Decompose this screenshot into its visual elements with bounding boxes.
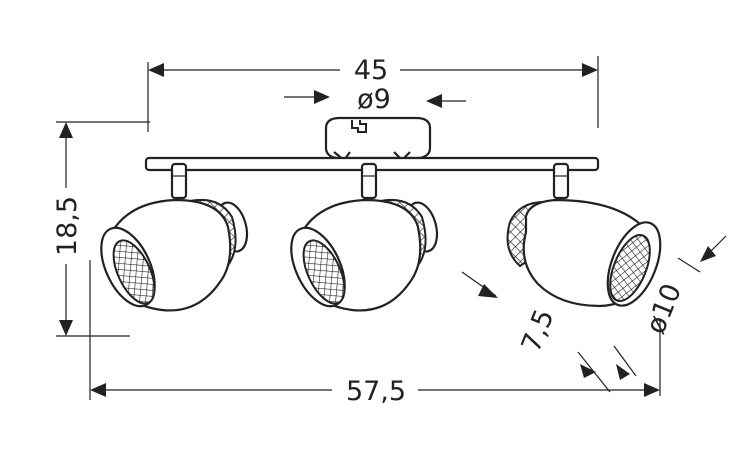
dimension-length: 57,5 xyxy=(89,260,661,407)
dimension-height: 18,5 xyxy=(52,121,150,337)
dimension-label: ø9 xyxy=(357,84,391,115)
spotlight-left xyxy=(89,162,254,316)
dimension-label: ø10 xyxy=(640,279,688,338)
dimension-label: 45 xyxy=(354,55,388,86)
dimension-label: 7,5 xyxy=(516,305,561,356)
dimension-label: 57,5 xyxy=(346,376,406,407)
spotlight-right xyxy=(506,162,672,315)
spotlight-center xyxy=(279,162,444,316)
dimension-canopy: ø9 xyxy=(284,84,466,115)
dimension-label: 18,5 xyxy=(52,196,83,256)
canopy xyxy=(324,116,432,162)
dimension-45: 45 xyxy=(147,54,599,132)
